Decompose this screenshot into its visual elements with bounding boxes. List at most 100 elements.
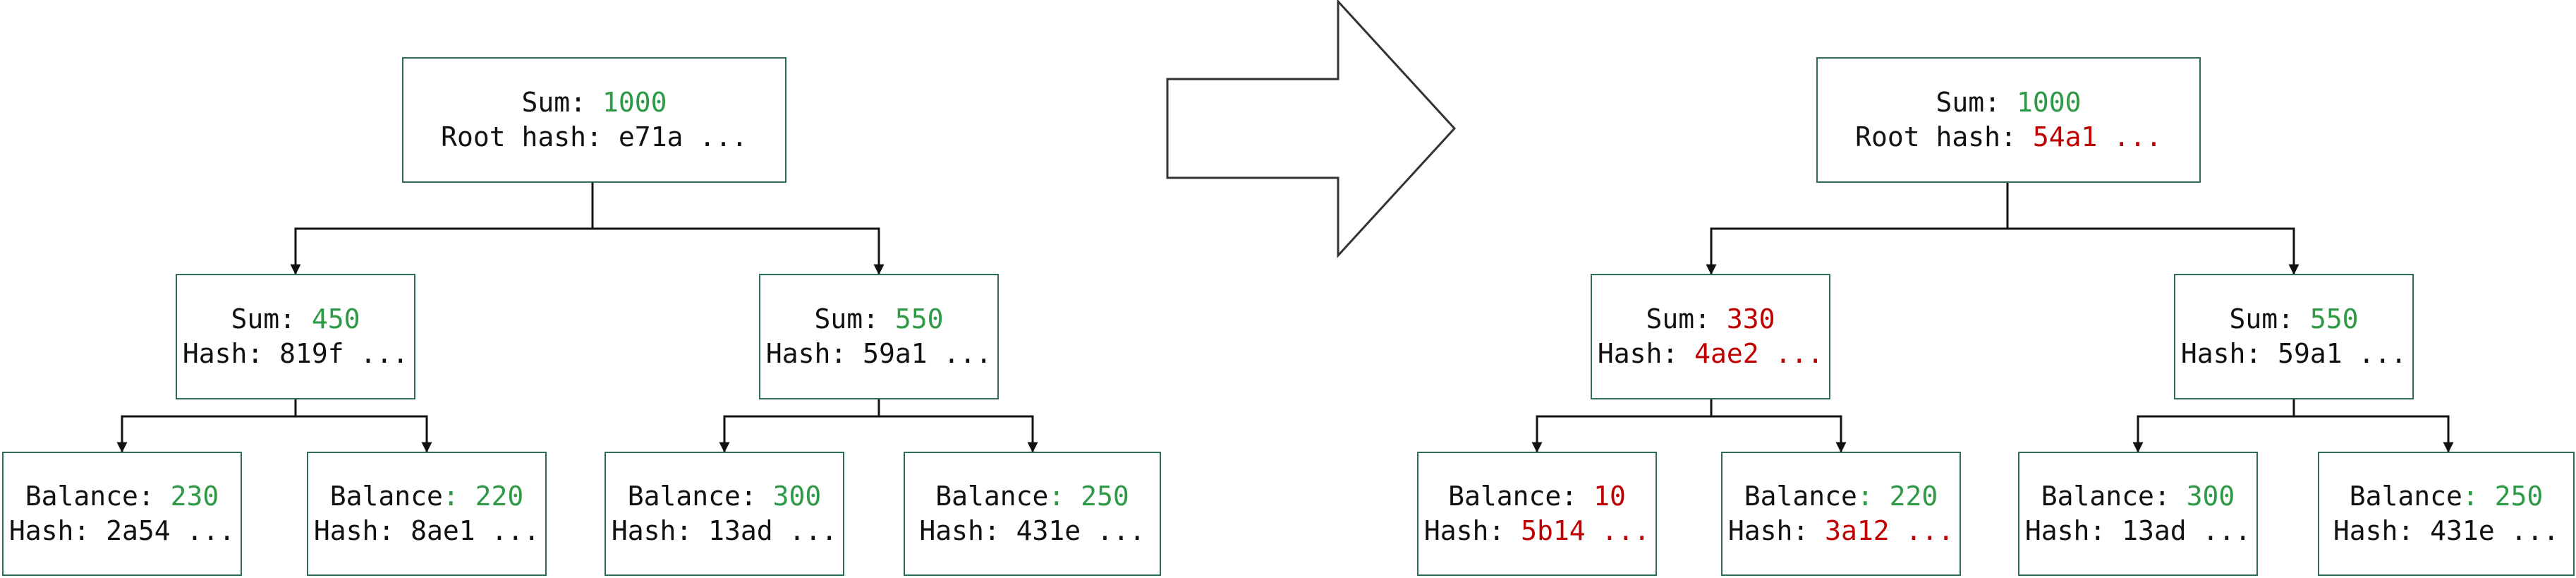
hash-label: Hash: <box>1423 515 1521 546</box>
hash-ellipsis: ... <box>475 515 540 546</box>
hash-line: Hash: 4ae2 ... <box>1598 337 1823 371</box>
hash-label: Hash: <box>2180 338 2278 369</box>
sum-line: Sum: 550 <box>2229 302 2358 337</box>
right-level1-left-node: Sum: 330 Hash: 4ae2 ... <box>1591 274 1830 399</box>
hash-ellipsis: ... <box>772 515 838 546</box>
sum-value: 1000 <box>2016 87 2082 118</box>
hash-line: Hash: 59a1 ... <box>2181 337 2407 371</box>
balance-value: : 250 <box>1048 481 1129 512</box>
hash-label: Hash: <box>182 338 280 369</box>
sum-label: Sum: <box>1936 87 2017 118</box>
hash-ellipsis: ... <box>2494 515 2560 546</box>
right-root-node: Sum: 1000 Root hash: 54a1 ... <box>1816 57 2201 183</box>
edge-left-to-leaf2-2 <box>1710 399 1847 453</box>
edge-left-to-leaf1 <box>116 399 297 453</box>
balance-label: Balance: <box>1448 481 1594 512</box>
sum-label: Sum: <box>1646 303 1727 335</box>
hash-label: Root hash: <box>1855 121 2033 152</box>
edge-right-to-leaf3-2 <box>2132 399 2295 453</box>
hash-line: Hash: 8ae1 ... <box>314 514 540 548</box>
hash-value: 13ad <box>2122 515 2187 546</box>
hash-ellipsis: ... <box>170 515 236 546</box>
hash-value: e71a <box>618 121 684 152</box>
right-level1-right-node: Sum: 550 Hash: 59a1 ... <box>2174 274 2414 399</box>
hash-label: Hash: <box>313 515 411 546</box>
balance-line: Balance: 300 <box>2041 479 2235 514</box>
balance-line: Balance: 10 <box>1448 479 1626 514</box>
hash-value: 59a1 <box>2278 338 2343 369</box>
hash-label: Hash: <box>2024 515 2122 546</box>
edge-root-to-right-2 <box>2006 183 2299 275</box>
balance-line: Balance: 220 <box>1744 479 1938 514</box>
edge-right-to-leaf4 <box>877 399 1038 453</box>
hash-label: Hash: <box>1597 338 1695 369</box>
edge-root-to-left <box>290 183 594 275</box>
sum-label: Sum: <box>231 303 312 335</box>
left-level1-left-node: Sum: 450 Hash: 819f ... <box>176 274 415 399</box>
right-arrow-icon <box>1166 0 1457 258</box>
hash-value: 13ad <box>708 515 773 546</box>
left-level1-right-node: Sum: 550 Hash: 59a1 ... <box>759 274 999 399</box>
balance-value: 300 <box>772 481 822 512</box>
hash-label: Hash: <box>1727 515 1825 546</box>
sum-label: Sum: <box>814 303 895 335</box>
edge-root-to-right <box>591 183 885 275</box>
hash-value: 8ae1 <box>411 515 475 546</box>
left-leaf-3: Balance: 300 Hash: 13ad ... <box>604 452 844 576</box>
edge-root-to-left-2 <box>1706 183 2009 275</box>
hash-ellipsis: ... <box>683 121 748 152</box>
hash-ellipsis: ... <box>1585 515 1651 546</box>
hash-label: Root hash: <box>441 121 619 152</box>
sum-value: 550 <box>894 303 944 335</box>
right-leaf-2: Balance: 220 Hash: 3a12 ... <box>1721 452 1961 576</box>
left-leaf-2: Balance: 220 Hash: 8ae1 ... <box>307 452 547 576</box>
hash-label: Hash: <box>919 515 1016 546</box>
hash-value: 2a54 <box>106 515 171 546</box>
hash-line: Hash: 59a1 ... <box>766 337 992 371</box>
left-tree-edges <box>116 183 1038 453</box>
hash-line: Hash: 3a12 ... <box>1728 514 1954 548</box>
right-leaf-3: Balance: 300 Hash: 13ad ... <box>2018 452 2258 576</box>
hash-value: 54a1 <box>2032 121 2098 152</box>
balance-line: Balance: 250 <box>2350 479 2544 514</box>
balance-value: : 220 <box>442 481 524 512</box>
left-leaf-4: Balance: 250 Hash: 431e ... <box>904 452 1161 576</box>
sum-label: Sum: <box>521 87 602 118</box>
edge-left-to-leaf1-2 <box>1531 399 1713 453</box>
right-tree-edges <box>1531 183 2454 453</box>
balance-label: Balance: <box>25 481 171 512</box>
hash-line: Hash: 819f ... <box>183 337 408 371</box>
sum-line: Sum: 1000 <box>1936 85 2082 120</box>
hash-label: Hash: <box>611 515 709 546</box>
left-leaf-1: Balance: 230 Hash: 2a54 ... <box>2 452 242 576</box>
sum-line: Sum: 450 <box>231 302 360 337</box>
balance-line: Balance: 230 <box>25 479 219 514</box>
hash-line: Hash: 2a54 ... <box>9 514 235 548</box>
balance-value: 10 <box>1593 481 1626 512</box>
hash-ellipsis: ... <box>2097 121 2162 152</box>
hash-ellipsis: ... <box>1758 338 1824 369</box>
balance-line: Balance: 220 <box>330 479 524 514</box>
balance-value: 300 <box>2186 481 2235 512</box>
hash-line: Hash: 431e ... <box>919 514 1145 548</box>
hash-line: Hash: 13ad ... <box>612 514 837 548</box>
hash-ellipsis: ... <box>927 338 992 369</box>
hash-value: 59a1 <box>863 338 928 369</box>
hash-line: Root hash: e71a ... <box>441 120 748 155</box>
hash-line: Root hash: 54a1 ... <box>1855 120 2162 155</box>
edge-right-to-leaf4-2 <box>2292 399 2454 453</box>
balance-label: Balance <box>329 481 443 512</box>
hash-ellipsis: ... <box>1889 515 1955 546</box>
right-leaf-1: Balance: 10 Hash: 5b14 ... <box>1417 452 1657 576</box>
hash-value: 4ae2 <box>1694 338 1759 369</box>
sum-label: Sum: <box>2229 303 2310 335</box>
hash-value: 3a12 <box>1825 515 1890 546</box>
balance-label: Balance: <box>627 481 773 512</box>
sum-line: Sum: 550 <box>814 302 943 337</box>
balance-label: Balance <box>935 481 1049 512</box>
hash-value: 5b14 <box>1521 515 1586 546</box>
hash-value: 431e <box>1016 515 1081 546</box>
balance-line: Balance: 250 <box>935 479 1129 514</box>
edge-right-to-leaf3 <box>719 399 880 453</box>
